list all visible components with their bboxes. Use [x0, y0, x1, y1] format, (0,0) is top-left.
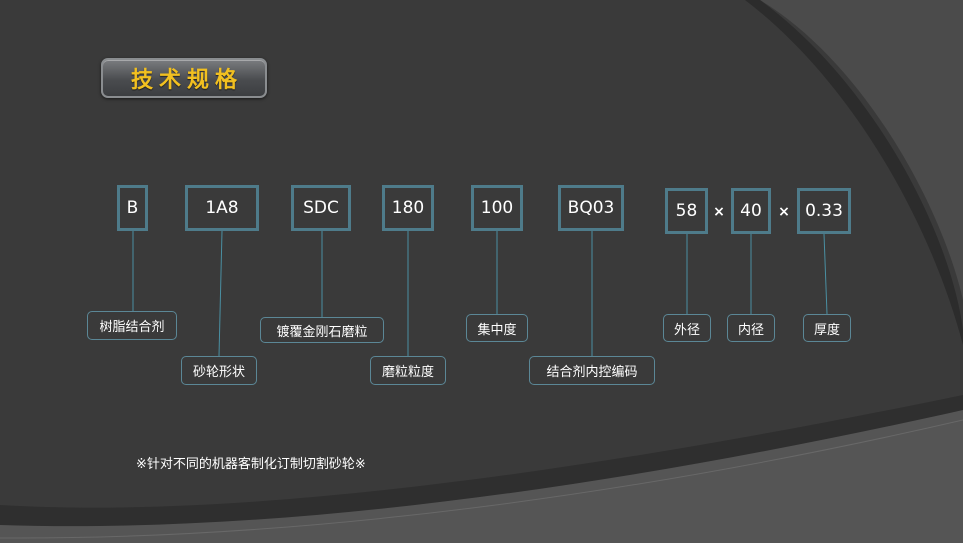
label-inner-diameter: 内径 — [727, 314, 775, 342]
connector-line — [218, 230, 223, 357]
code-box-bond: B — [117, 185, 148, 231]
code-box-outer-diameter: 58 — [665, 188, 708, 234]
label-resin-bond: 树脂结合剂 — [87, 311, 177, 340]
code-box-abrasive: SDC — [291, 185, 351, 231]
title-badge: 技术规格 — [101, 58, 267, 98]
multiply-sign: × — [713, 204, 725, 220]
label-thickness: 厚度 — [803, 314, 851, 342]
code-box-bond-code: BQ03 — [558, 185, 624, 231]
label-grit-size: 磨粒粒度 — [370, 356, 446, 385]
label-wheel-shape: 砂轮形状 — [181, 356, 257, 385]
custom-note: ※针对不同的机器客制化订制切割砂轮※ — [136, 457, 366, 472]
connector-line — [823, 233, 828, 315]
code-box-concentration: 100 — [471, 185, 523, 231]
label-outer-diameter: 外径 — [663, 314, 711, 342]
page-title: 技术规格 — [130, 68, 243, 93]
label-concentration: 集中度 — [466, 314, 528, 342]
code-box-inner-diameter: 40 — [731, 188, 771, 234]
label-coated-diamond: 镀覆金刚石磨粒 — [260, 317, 384, 343]
code-box-thickness: 0.33 — [797, 188, 851, 234]
code-box-grit: 180 — [382, 185, 434, 231]
code-box-shape: 1A8 — [185, 185, 259, 231]
multiply-sign: × — [778, 204, 790, 220]
label-bond-code: 结合剂内控编码 — [529, 356, 655, 385]
